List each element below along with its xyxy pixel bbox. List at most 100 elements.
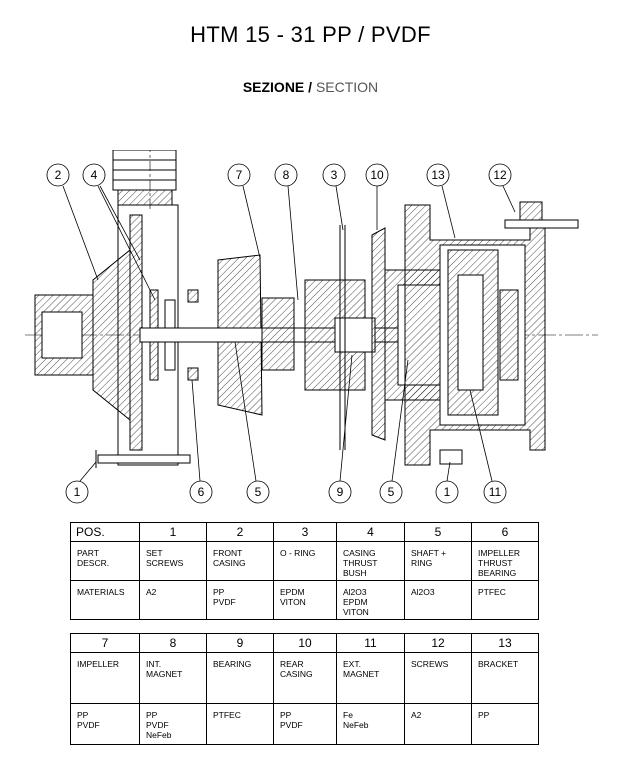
cell-text: EXT. MAGNET bbox=[343, 659, 380, 679]
callout-1: 1 bbox=[435, 461, 459, 504]
cell-text: Fe NeFeb bbox=[343, 710, 369, 730]
table-cell: O - RING bbox=[273, 541, 337, 581]
table-cell: PP PVDF bbox=[206, 580, 274, 620]
cell-text: O - RING bbox=[280, 548, 316, 558]
table-cell: REAR CASING bbox=[273, 652, 337, 704]
pump-section-drawing: 2 4 7 8 3 10 13 12 1 6 5 9 5 1 11 bbox=[25, 150, 598, 504]
table-row: IMPELLER INT. MAGNET BEARING REAR CASING… bbox=[70, 652, 539, 704]
table-cell: POS. bbox=[70, 522, 140, 542]
table-cell: SHAFT + RING bbox=[404, 541, 472, 581]
section-subtitle: SEZIONE / SECTION bbox=[0, 79, 621, 95]
table-cell: 8 bbox=[139, 633, 207, 653]
table-cell: 3 bbox=[273, 522, 337, 542]
table-cell: CASING THRUST BUSH bbox=[336, 541, 405, 581]
table-cell: INT. MAGNET bbox=[139, 652, 207, 704]
callout-7: 7 bbox=[227, 163, 261, 259]
cell-text: MATERIALS bbox=[77, 587, 125, 597]
subtitle-english: SECTION bbox=[315, 79, 379, 95]
cell-text: REAR CASING bbox=[280, 659, 313, 679]
table-cell: EXT. MAGNET bbox=[336, 652, 405, 704]
table-cell: SCREWS bbox=[404, 652, 472, 704]
callout-3: 3 bbox=[322, 163, 346, 231]
table-cell: A2 bbox=[139, 580, 207, 620]
callout-label: 4 bbox=[91, 168, 98, 182]
cell-text: FRONT CASING bbox=[213, 548, 246, 568]
cell-text: PTFEC bbox=[213, 710, 241, 720]
table-header-row: 7 8 9 10 11 12 13 bbox=[70, 633, 539, 653]
cell-text: Al2O3 bbox=[411, 587, 435, 597]
callout-6: 6 bbox=[189, 379, 213, 504]
callout-label: 7 bbox=[236, 168, 243, 182]
callout-label: 9 bbox=[337, 485, 344, 499]
table-cell: BRACKET bbox=[471, 652, 539, 704]
table-row: MATERIALS A2 PP PVDF EPDM VITON Al2O3 EP… bbox=[70, 580, 539, 620]
table-cell: MATERIALS bbox=[70, 580, 140, 620]
cell-text: BEARING bbox=[213, 659, 252, 669]
cell-text: SET SCREWS bbox=[146, 548, 184, 568]
callout-label: 1 bbox=[444, 485, 451, 499]
table-cell: Al2O3 EPDM VITON bbox=[336, 580, 405, 620]
table-cell: PTFEC bbox=[206, 703, 274, 745]
subtitle-italian: SEZIONE / bbox=[242, 79, 313, 95]
callout-5: 5 bbox=[234, 341, 270, 504]
table-cell: 12 bbox=[404, 633, 472, 653]
callout-label: 1 bbox=[74, 485, 81, 499]
callout-2: 2 bbox=[46, 163, 99, 281]
cell-text: CASING THRUST BUSH bbox=[343, 548, 378, 578]
table-cell: 11 bbox=[336, 633, 405, 653]
callout-11: 11 bbox=[469, 389, 507, 504]
parts-table-1: POS. 1 2 3 4 5 6 PART DESCR. SET SCREWS … bbox=[70, 522, 539, 620]
cell-text: IMPELLER THRUST BEARING bbox=[478, 548, 521, 578]
table-cell: Fe NeFeb bbox=[336, 703, 405, 745]
callout-4: 4 bbox=[82, 163, 156, 301]
table-cell: SET SCREWS bbox=[139, 541, 207, 581]
callout-label: 13 bbox=[431, 168, 445, 182]
callout-1: 1 bbox=[65, 461, 97, 504]
callout-label: 5 bbox=[255, 485, 262, 499]
table-cell: 5 bbox=[404, 522, 472, 542]
cell-text: Al2O3 EPDM VITON bbox=[343, 587, 369, 617]
callout-label: 2 bbox=[55, 168, 62, 182]
table-cell: PART DESCR. bbox=[70, 541, 140, 581]
table-cell: 13 bbox=[471, 633, 539, 653]
cell-text: SCREWS bbox=[411, 659, 449, 669]
table-cell: PP PVDF bbox=[273, 703, 337, 745]
cell-text: SHAFT + RING bbox=[411, 548, 447, 568]
table-cell: PTFEC bbox=[471, 580, 539, 620]
table-cell: PP PVDF NeFeb bbox=[139, 703, 207, 745]
table-row: PART DESCR. SET SCREWS FRONT CASING O - … bbox=[70, 541, 539, 581]
cell-text: PP PVDF bbox=[213, 587, 236, 607]
table-cell: IMPELLER bbox=[70, 652, 140, 704]
callout-label: 11 bbox=[489, 485, 502, 499]
parts-table-2: 7 8 9 10 11 12 13 IMPELLER INT. MAGNET B… bbox=[70, 633, 539, 745]
callout-10: 10 bbox=[365, 163, 389, 230]
cell-text: A2 bbox=[146, 587, 157, 597]
callout-label: 8 bbox=[283, 168, 290, 182]
table-cell: 7 bbox=[70, 633, 140, 653]
callout-5: 5 bbox=[379, 359, 409, 504]
cell-text: INT. MAGNET bbox=[146, 659, 183, 679]
cell-text: IMPELLER bbox=[77, 659, 120, 669]
cell-text: A2 bbox=[411, 710, 422, 720]
callout-label: 3 bbox=[331, 168, 338, 182]
callout-label: 12 bbox=[493, 168, 507, 182]
table-cell: 1 bbox=[139, 522, 207, 542]
cell-text: PP PVDF NeFeb bbox=[146, 710, 172, 740]
cell-text: BRACKET bbox=[478, 659, 519, 669]
table-cell: PP bbox=[471, 703, 539, 745]
table-cell: 10 bbox=[273, 633, 337, 653]
callout-label: 10 bbox=[370, 168, 384, 182]
table-cell: PP PVDF bbox=[70, 703, 140, 745]
table-row: PP PVDF PP PVDF NeFeb PTFEC PP PVDF Fe N… bbox=[70, 703, 539, 745]
table-cell: 9 bbox=[206, 633, 274, 653]
table-cell: 4 bbox=[336, 522, 405, 542]
cell-text: PP PVDF bbox=[280, 710, 303, 730]
table-cell: 6 bbox=[471, 522, 539, 542]
callout-9: 9 bbox=[328, 354, 353, 504]
table-cell: BEARING bbox=[206, 652, 274, 704]
callout-label: 5 bbox=[388, 485, 395, 499]
page-title: HTM 15 - 31 PP / PVDF bbox=[190, 22, 431, 47]
cell-text: PP bbox=[478, 710, 490, 720]
table-cell: IMPELLER THRUST BEARING bbox=[471, 541, 539, 581]
callout-label: 6 bbox=[198, 485, 205, 499]
